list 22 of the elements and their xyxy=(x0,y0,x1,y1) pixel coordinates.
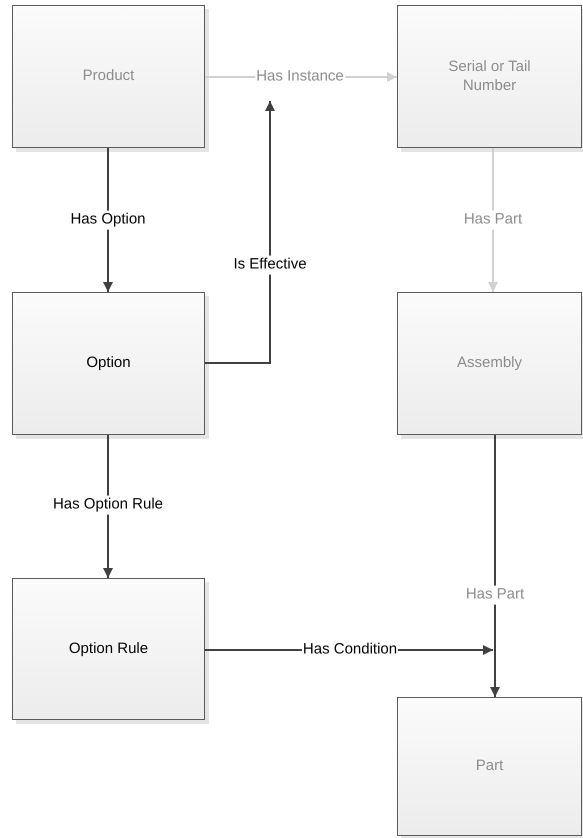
box-label: Option Rule xyxy=(68,640,148,658)
entity-box xyxy=(397,697,582,836)
entity-box xyxy=(397,292,582,435)
box-label: Product xyxy=(82,67,134,86)
box-label: Serial or Tail Number xyxy=(447,58,532,96)
edge-label: Has Option Rule xyxy=(52,496,164,514)
edge-label: Has Option xyxy=(69,210,147,230)
box-label: Part xyxy=(476,757,504,776)
box-label: Assembly xyxy=(456,354,522,373)
arrow xyxy=(490,435,500,697)
edge-label: Has Part xyxy=(462,210,524,230)
entity-box xyxy=(12,292,205,435)
arrow xyxy=(205,101,275,364)
arrow xyxy=(103,435,113,578)
entity-box xyxy=(397,5,582,148)
entity-box xyxy=(12,578,205,720)
edge-label: Has Part xyxy=(464,586,526,604)
edge-label: Is Effective xyxy=(232,256,308,274)
arrow xyxy=(103,148,113,292)
box-label: Option xyxy=(86,354,131,373)
entity-box xyxy=(12,5,205,148)
arrow xyxy=(488,148,498,292)
